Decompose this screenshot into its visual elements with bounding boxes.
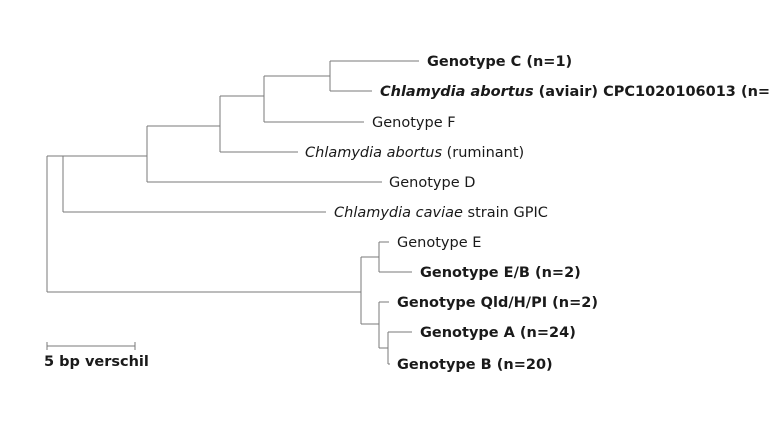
leaf-label-part: CPC1020106013 (n=2)	[603, 84, 770, 100]
leaf-label: Genotype F	[372, 115, 456, 131]
scale-bar-line	[46, 342, 136, 350]
leaf-label-part: strain GPIC	[463, 205, 548, 221]
leaf-label-part: (aviair)	[534, 84, 603, 100]
leaf-label: Genotype D	[389, 175, 475, 191]
leaf-label-part: Genotype A (n=24)	[420, 325, 576, 341]
leaf-label-part: Chlamydia caviae	[334, 205, 463, 221]
leaf-label-part: Genotype B (n=20)	[397, 357, 553, 373]
leaf-label: Chlamydia caviae strain GPIC	[334, 205, 548, 221]
leaf-label: Chlamydia abortus (aviair) CPC1020106013…	[380, 84, 770, 100]
leaf-label-part: Genotype D	[389, 175, 475, 191]
leaf-label-part: Genotype F	[372, 115, 456, 131]
leaf-label: Genotype E	[397, 235, 481, 251]
leaf-label: Genotype E/B (n=2)	[420, 265, 581, 281]
leaf-label-part: Genotype E/B (n=2)	[420, 265, 581, 281]
leaf-label-part: Genotype C (n=1)	[427, 54, 572, 70]
leaf-label: Genotype A (n=24)	[420, 325, 576, 341]
leaf-label: Genotype C (n=1)	[427, 54, 572, 70]
leaf-label-part: Chlamydia abortus	[305, 145, 442, 161]
leaf-label-part: Genotype Qld/H/PI (n=2)	[397, 295, 598, 311]
leaf-label: Genotype B (n=20)	[397, 357, 553, 373]
leaf-label-part: Chlamydia abortus	[380, 84, 534, 100]
leaf-label-part: Genotype E	[397, 235, 481, 251]
leaf-label-part: (ruminant)	[442, 145, 524, 161]
leaf-label: Genotype Qld/H/PI (n=2)	[397, 295, 598, 311]
scale-bar: 5 bp verschil	[44, 342, 149, 370]
scale-bar-label: 5 bp verschil	[44, 354, 149, 370]
leaf-label: Chlamydia abortus (ruminant)	[305, 145, 524, 161]
